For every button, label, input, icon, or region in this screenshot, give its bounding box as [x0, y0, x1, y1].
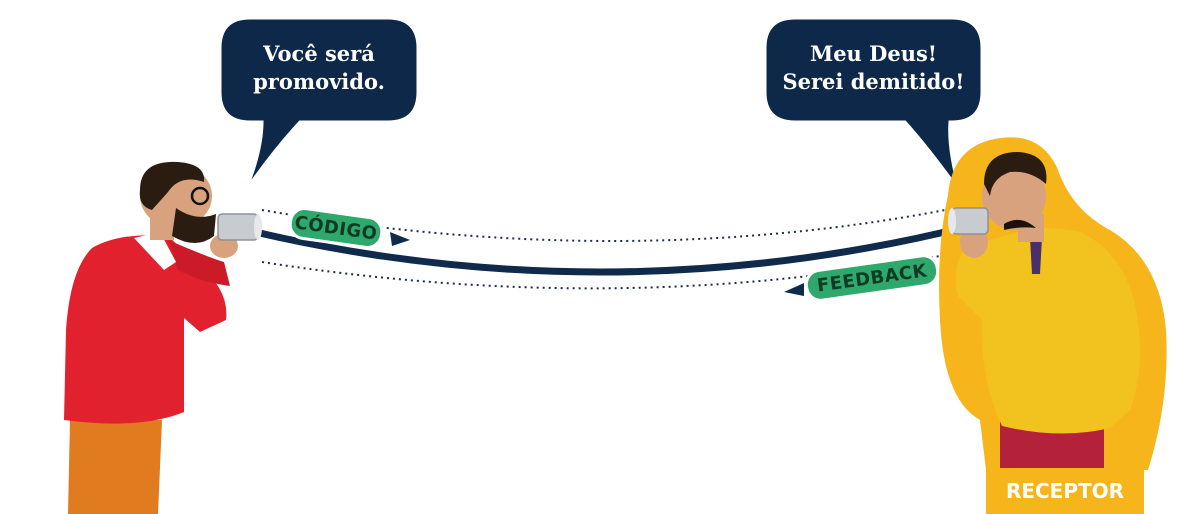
receiver-speech-text: Meu Deus! Serei demitido! [782, 41, 965, 94]
feedback-arrow-icon [784, 283, 804, 296]
code-tag: CÓDIGO [288, 207, 384, 249]
receptor-label: RECEPTOR [986, 468, 1144, 514]
sender-speech-text: Você será promovido. [253, 41, 385, 94]
sender-speech-bubble [218, 16, 420, 191]
person-shouting-into-can-icon [64, 161, 262, 514]
person-listening-to-can-icon [948, 152, 1141, 470]
channel-string [251, 228, 949, 276]
code-arrow-icon [390, 232, 410, 246]
feedback-tag: FEEDBACK [804, 254, 940, 302]
